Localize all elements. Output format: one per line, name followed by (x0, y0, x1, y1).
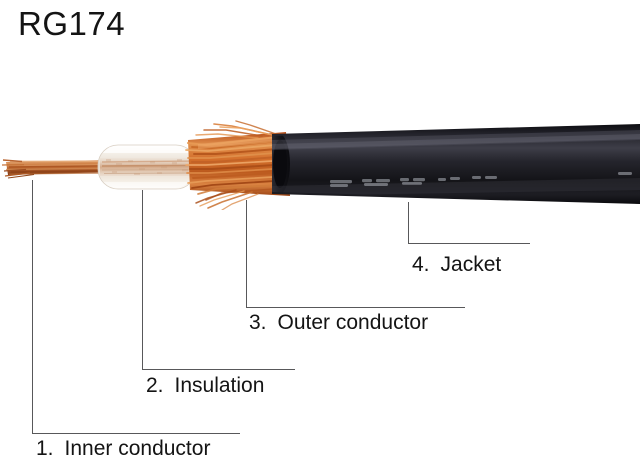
callout-number-3: 3. (249, 311, 267, 334)
callout-number-1: 1. (36, 437, 54, 460)
cable-illustration (0, 118, 640, 210)
leader-line-jacket (408, 202, 530, 244)
callout-number-4: 4. (412, 253, 430, 276)
callout-text-4: Jacket (440, 253, 502, 276)
outer-conductor-braid (185, 120, 291, 210)
leader-line-inner-conductor (32, 180, 240, 434)
callout-text-1: Inner conductor (64, 437, 211, 460)
callout-label-inner-conductor: 1. Inner conductor (36, 436, 210, 462)
jacket-sheath (272, 124, 640, 204)
callout-text-2: Insulation (174, 374, 265, 397)
page-title: RG174 (18, 5, 126, 42)
callout-label-outer-conductor: 3. Outer conductor (249, 310, 428, 336)
leader-line-insulation (142, 190, 295, 370)
callout-number-2: 2. (146, 374, 164, 397)
callout-text-3: Outer conductor (277, 311, 429, 334)
insulation-tube (97, 144, 197, 190)
jacket-print-marks (330, 172, 632, 187)
callout-label-jacket: 4. Jacket (412, 252, 501, 278)
inner-conductor-strands (1, 159, 115, 179)
callout-label-insulation: 2. Insulation (146, 373, 264, 399)
leader-line-outer-conductor (246, 200, 465, 308)
